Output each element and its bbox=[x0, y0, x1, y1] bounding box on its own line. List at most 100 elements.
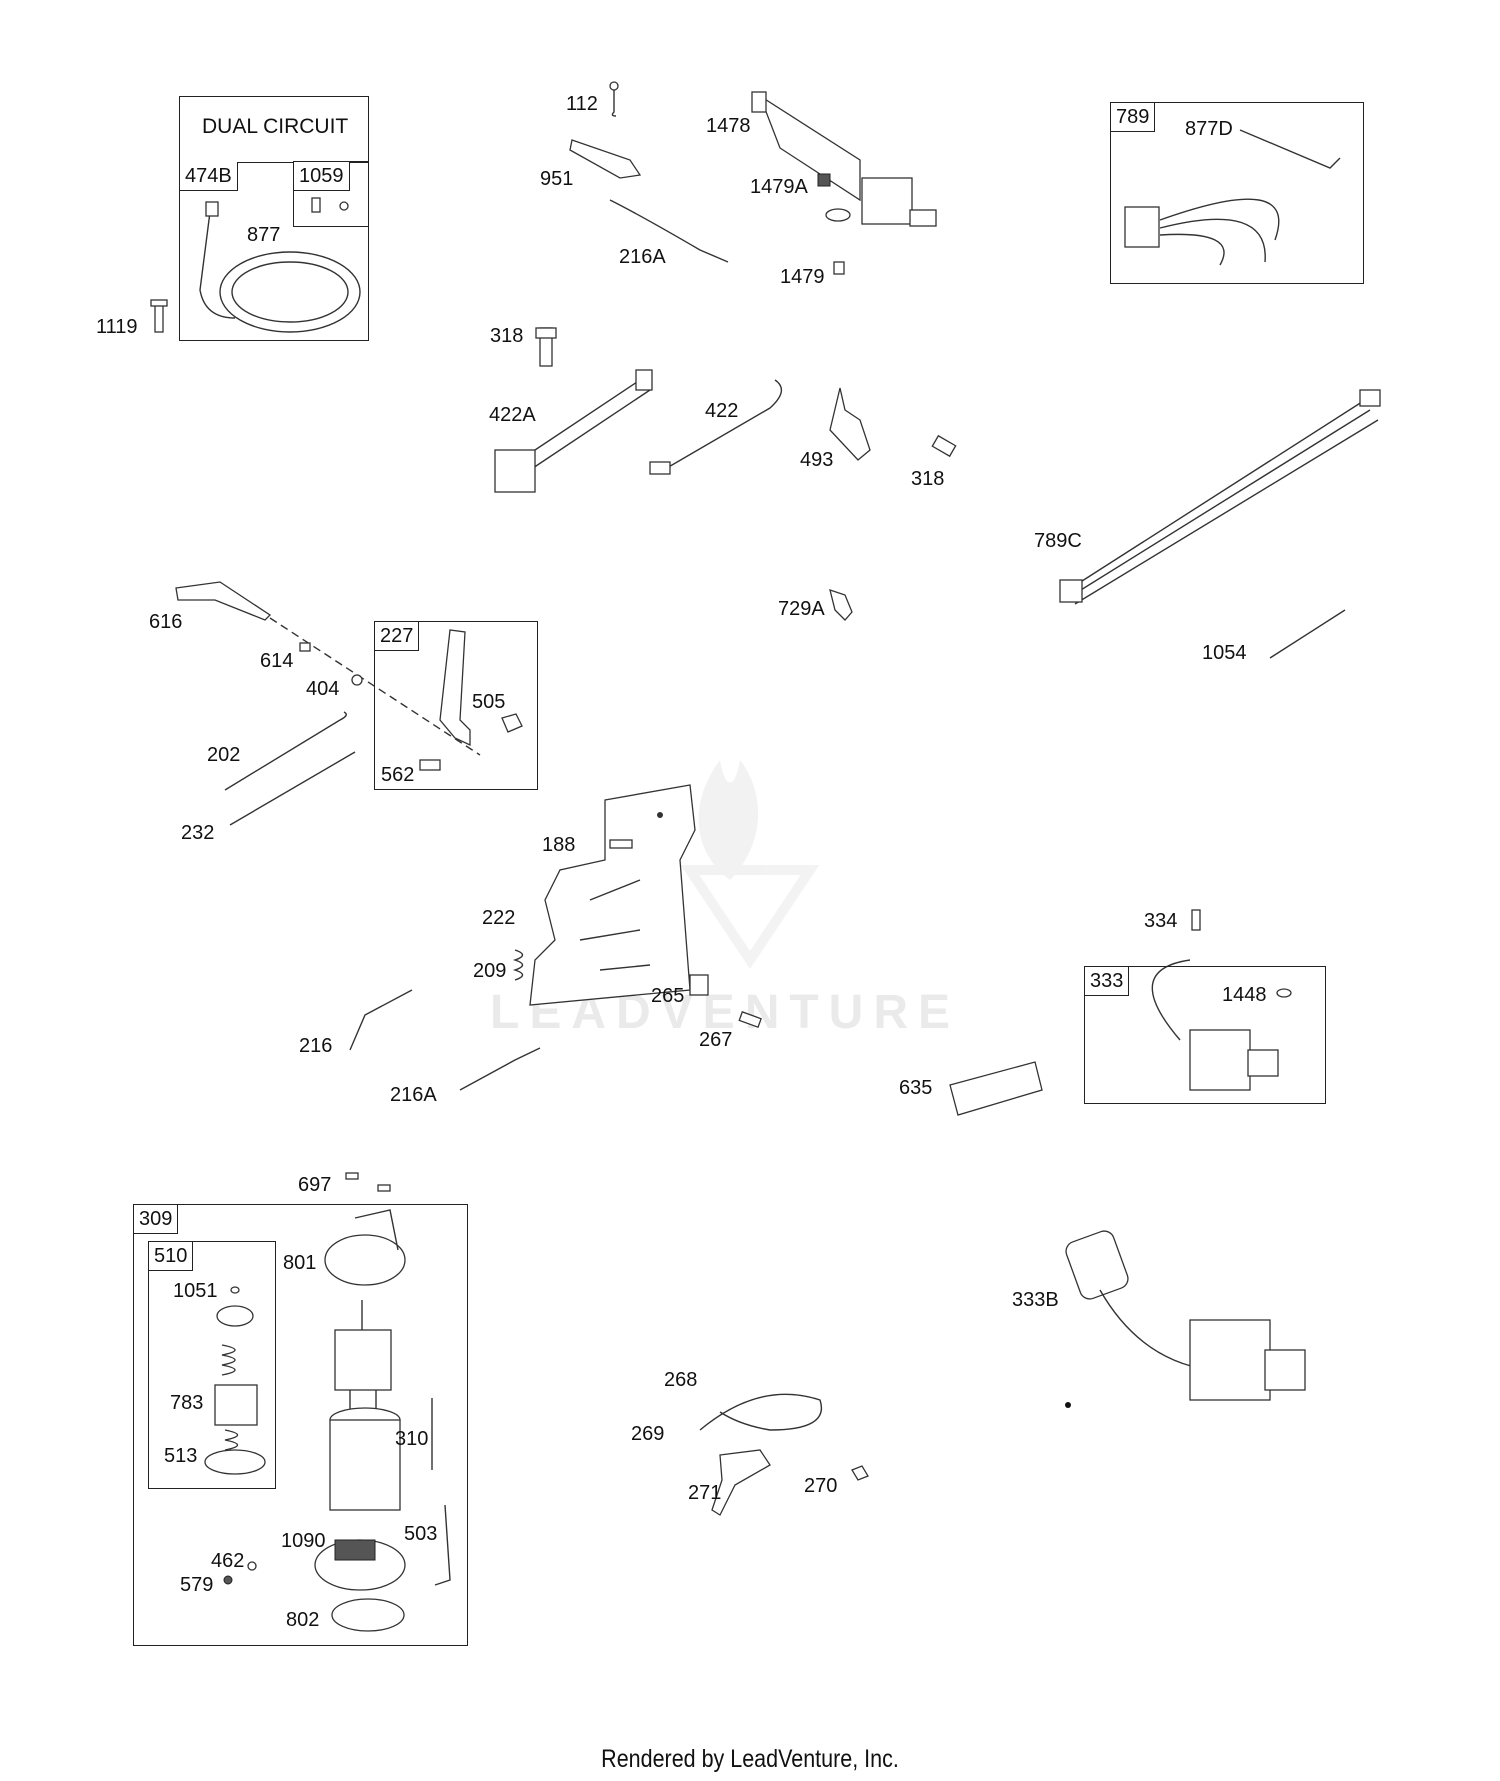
screw-1119 bbox=[150, 299, 168, 333]
callout-267: 267 bbox=[699, 1029, 733, 1051]
armature bbox=[334, 1300, 392, 1420]
callout-422: 422 bbox=[705, 400, 739, 422]
callout-951: 951 bbox=[540, 168, 574, 190]
clip-729A bbox=[829, 589, 853, 621]
nut-579 bbox=[223, 1575, 233, 1585]
screws-697 bbox=[345, 1172, 391, 1192]
wire-422A bbox=[494, 369, 653, 493]
link-216 bbox=[349, 989, 413, 1051]
callout-635: 635 bbox=[899, 1077, 933, 1099]
bolt-318-top bbox=[535, 327, 557, 367]
tag-309: 309 bbox=[134, 1205, 179, 1234]
callout-802: 802 bbox=[286, 1609, 320, 1631]
box-dual-circuit: DUAL CIRCUIT 474B 1059 bbox=[179, 96, 369, 341]
callout-222: 222 bbox=[482, 907, 516, 929]
screw-1059 bbox=[311, 197, 349, 213]
callout-216A-bot: 216A bbox=[390, 1084, 437, 1106]
tie-1054 bbox=[1269, 609, 1346, 659]
spring-202 bbox=[224, 711, 347, 791]
callout-1051: 1051 bbox=[173, 1280, 218, 1302]
nut-270 bbox=[851, 1465, 869, 1481]
callout-270: 270 bbox=[804, 1475, 838, 1497]
nut-505 bbox=[501, 713, 523, 733]
callout-112: 112 bbox=[566, 93, 598, 115]
callout-783: 783 bbox=[170, 1392, 204, 1414]
housing-310 bbox=[329, 1407, 401, 1511]
callout-503: 503 bbox=[404, 1523, 438, 1545]
washer-404 bbox=[351, 674, 363, 686]
callout-216: 216 bbox=[299, 1035, 333, 1057]
tag-1059: 1059 bbox=[294, 162, 350, 191]
callout-462: 462 bbox=[211, 1550, 245, 1572]
callout-729A: 729A bbox=[778, 598, 825, 620]
callout-513: 513 bbox=[164, 1445, 198, 1467]
callout-216A-top: 216A bbox=[619, 246, 666, 268]
boot-635 bbox=[949, 1061, 1043, 1116]
lever-271 bbox=[711, 1449, 771, 1516]
callout-1479A: 1479A bbox=[750, 176, 808, 198]
box-227: 227 bbox=[374, 621, 538, 790]
end-cap-801 bbox=[324, 1209, 406, 1286]
washer-1448 bbox=[1276, 988, 1292, 998]
box-789: 789 bbox=[1110, 102, 1364, 284]
tag-333: 333 bbox=[1085, 967, 1130, 996]
callout-209: 209 bbox=[473, 960, 507, 982]
callout-801: 801 bbox=[283, 1252, 317, 1274]
clip-265 bbox=[689, 974, 709, 996]
lever-616 bbox=[175, 581, 272, 621]
callout-1479: 1479 bbox=[780, 266, 825, 288]
nut-1479A bbox=[817, 173, 831, 187]
box-1059: 1059 bbox=[293, 161, 369, 227]
spring-209 bbox=[512, 949, 524, 981]
callout-789C: 789C bbox=[1034, 530, 1082, 552]
bracket-493 bbox=[829, 387, 871, 461]
bracket-503 bbox=[434, 1504, 451, 1586]
callout-202: 202 bbox=[207, 744, 241, 766]
callout-877D: 877D bbox=[1185, 118, 1233, 140]
callout-265: 265 bbox=[651, 985, 685, 1007]
callout-1090: 1090 bbox=[281, 1530, 326, 1552]
lever-227 bbox=[439, 629, 471, 747]
bolt-318-mid bbox=[931, 434, 957, 458]
callout-268: 268 bbox=[664, 1369, 698, 1391]
coil-333B bbox=[1065, 1230, 1306, 1408]
callout-310: 310 bbox=[395, 1428, 429, 1450]
washer-462 bbox=[247, 1561, 257, 1571]
callout-334: 334 bbox=[1144, 910, 1178, 932]
tag-227: 227 bbox=[375, 622, 420, 651]
callout-318-mid: 318 bbox=[911, 468, 945, 490]
plate-802 bbox=[331, 1598, 405, 1632]
lever-951 bbox=[569, 139, 642, 179]
box-309: 309 510 bbox=[133, 1204, 468, 1646]
callout-188: 188 bbox=[542, 834, 576, 856]
tag-510: 510 bbox=[149, 1242, 194, 1271]
callout-505: 505 bbox=[472, 691, 506, 713]
screw-267 bbox=[738, 1011, 762, 1029]
link-216A-top bbox=[609, 199, 729, 263]
tag-789: 789 bbox=[1111, 103, 1156, 132]
clip-614 bbox=[299, 642, 311, 652]
tag-474B: 474B bbox=[180, 162, 238, 191]
harness-877D bbox=[1124, 129, 1341, 266]
callout-1054: 1054 bbox=[1202, 642, 1247, 664]
callout-616: 616 bbox=[149, 611, 183, 633]
callout-333B: 333B bbox=[1012, 1289, 1059, 1311]
wire-422 bbox=[649, 379, 783, 475]
solenoid-1478 bbox=[751, 91, 937, 227]
bracket-222 bbox=[529, 784, 696, 1006]
rod-232 bbox=[229, 751, 356, 826]
callout-1478: 1478 bbox=[706, 115, 751, 137]
dashed-shaft-line bbox=[269, 617, 481, 756]
screw-334 bbox=[1191, 909, 1201, 931]
harness-789C bbox=[1059, 389, 1381, 605]
cable-268 bbox=[699, 1393, 823, 1431]
callout-1119: 1119 bbox=[96, 316, 138, 338]
callout-877: 877 bbox=[247, 224, 281, 246]
callout-697: 697 bbox=[298, 1174, 332, 1196]
callout-404: 404 bbox=[306, 678, 340, 700]
washer-1479 bbox=[825, 208, 851, 275]
callout-232: 232 bbox=[181, 822, 215, 844]
screw-188 bbox=[609, 839, 633, 849]
